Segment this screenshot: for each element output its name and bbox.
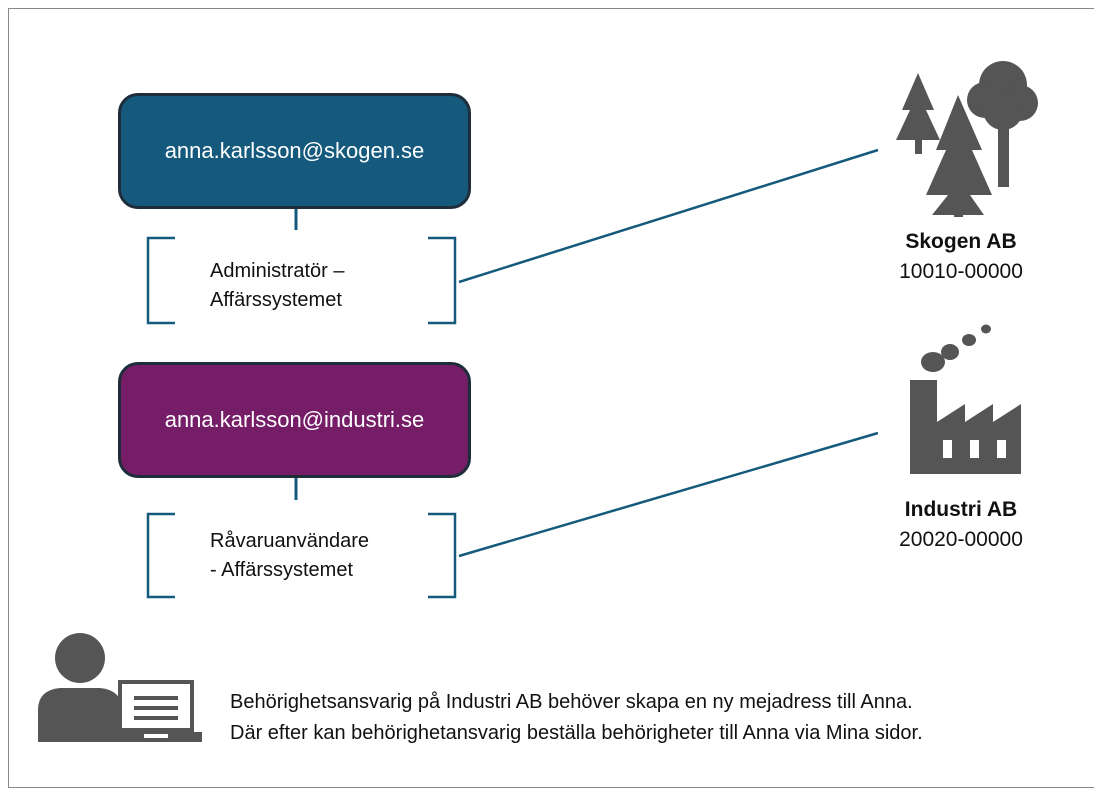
role1-bracket-right <box>428 236 457 325</box>
company-industri: Industri AB 20020-00000 <box>861 495 1061 555</box>
company-industri-org: 20020-00000 <box>899 528 1023 551</box>
role-skogen-line1: Administratör – <box>210 260 345 282</box>
role1-bracket-left <box>146 236 175 325</box>
role-industri-line1: Råvaruanvändare <box>210 530 369 552</box>
account-email-skogen: anna.karlsson@skogen.se <box>164 138 425 163</box>
factory-icon <box>910 324 1021 474</box>
account-email-industri: anna.karlsson@industri.se <box>164 407 425 432</box>
note-line1: Behörighetsansvarig på Industri AB behöv… <box>230 691 913 713</box>
company-skogen-org: 10010-00000 <box>899 260 1023 283</box>
trees-icon <box>896 61 1038 217</box>
account-box-industri: anna.karlsson@industri.se <box>118 362 471 478</box>
note-text: Behörighetsansvarig på Industri AB behöv… <box>230 687 923 749</box>
role2-bracket-right <box>428 512 457 599</box>
company-skogen: Skogen AB 10010-00000 <box>861 227 1061 287</box>
user-computer-icon <box>38 633 202 742</box>
link-industri <box>458 431 879 558</box>
account-box-skogen: anna.karlsson@skogen.se <box>118 93 471 209</box>
role-skogen: Administratör – Affärssystemet <box>210 257 450 315</box>
role-skogen-line2: Affärssystemet <box>210 289 342 311</box>
role-industri: Råvaruanvändare - Affärssystemet <box>210 527 450 585</box>
company-skogen-name: Skogen AB <box>905 230 1017 253</box>
role2-bracket-left <box>146 512 175 599</box>
role-industri-line2: - Affärssystemet <box>210 559 354 581</box>
company-industri-name: Industri AB <box>904 498 1018 521</box>
note-line2: Där efter kan behörighetansvarig beställ… <box>230 722 923 744</box>
link-skogen <box>458 148 879 284</box>
